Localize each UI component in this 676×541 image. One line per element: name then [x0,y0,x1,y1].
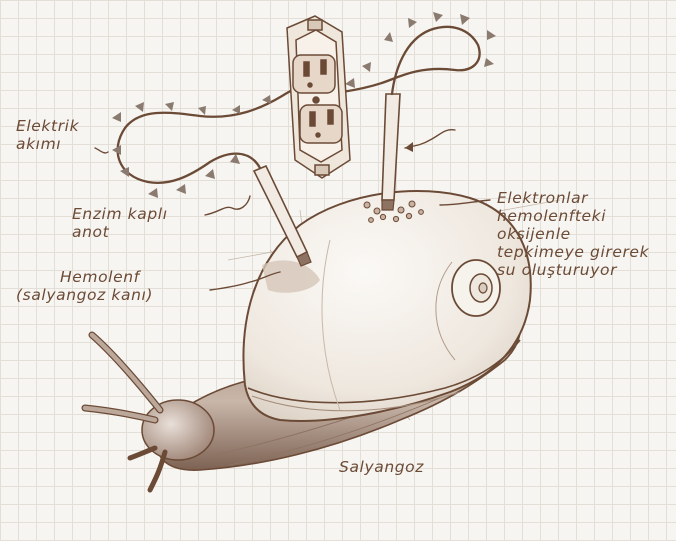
label-line: hemolenfteki [497,207,649,225]
label-electrons: Elektronlar hemolenfteki oksijenle tepki… [497,189,649,279]
label-line: tepkimeye girerek [497,243,649,261]
label-electric-current: Elektrik akımı [16,117,79,153]
label-line: su oluşturuyor [497,261,649,279]
label-hemolymph: Hemolenf (salyangoz kanı) [16,268,153,304]
label-line: (salyangoz kanı) [16,286,153,304]
label-line: oksijenle [497,225,649,243]
label-line: Enzim kaplı [72,205,168,223]
power-outlet-icon [287,16,350,178]
label-snail: Salyangoz [339,458,424,476]
label-line: Hemolenf [16,268,153,286]
label-line: anot [72,223,168,241]
label-line: akımı [16,135,79,153]
label-enzyme-anode: Enzim kaplı anot [72,205,168,241]
label-line: Elektronlar [497,189,649,207]
label-line: Elektrik [16,117,79,135]
